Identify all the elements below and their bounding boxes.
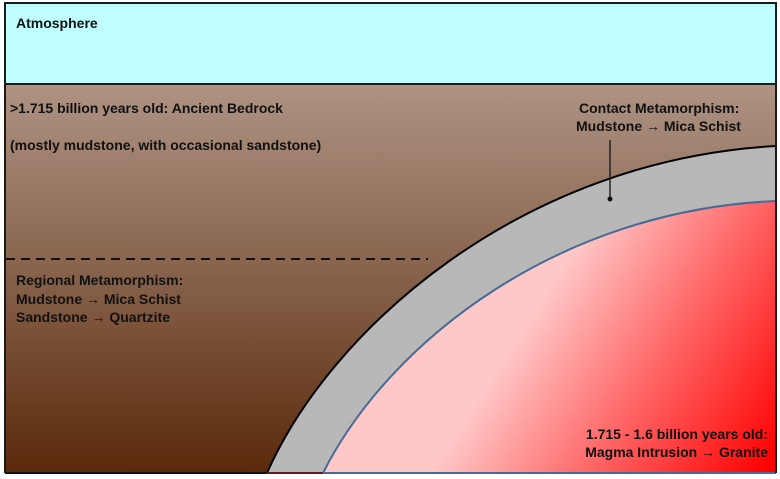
magma-age-label: 1.715 - 1.6 billion years old: (585, 426, 768, 442)
contact-metamorphism-line1: Mudstone → Mica Schist (576, 118, 741, 134)
regional-metamorphism-line1: Mudstone → Mica Schist (16, 291, 181, 307)
granite-boundary (322, 200, 777, 474)
contact-metamorphism-title: Contact Metamorphism: (579, 100, 740, 116)
contact-label-leader-dot (607, 196, 613, 202)
regional-metamorphism-title: Regional Metamorphism: (16, 272, 184, 288)
bedrock-composition-label: (mostly mudstone, with occasional sandst… (10, 137, 322, 153)
regional-metamorphism-line2: Sandstone → Quartzite (16, 309, 171, 325)
aureole-outer-boundary (266, 145, 777, 474)
granite-intrusion (323, 201, 776, 473)
magma-intrusion-label: Magma Intrusion → Granite (585, 444, 768, 460)
bedrock-age-label: >1.715 billion years old: Ancient Bedroc… (10, 100, 283, 116)
atmosphere-layer (4, 2, 777, 85)
atmosphere-label: Atmosphere (16, 15, 98, 31)
